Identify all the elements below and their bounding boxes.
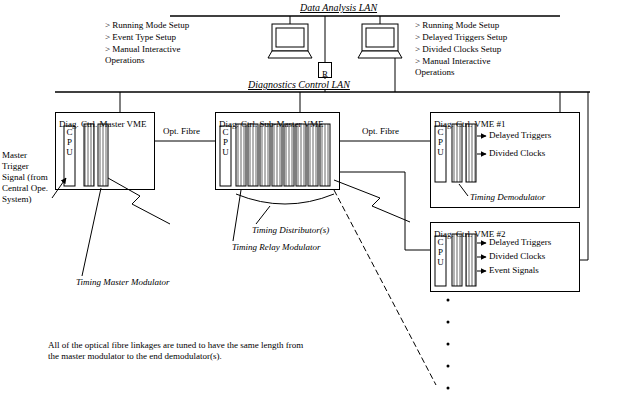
bracket <box>236 194 334 204</box>
signal-arrow <box>477 271 486 272</box>
cpu-module <box>64 126 75 186</box>
optical-fibre <box>340 141 430 142</box>
leader-line <box>233 190 241 241</box>
vme-crate: Diag. Ctrl. Sub-Master VME <box>215 112 340 190</box>
module-card <box>84 124 94 186</box>
fibre-line <box>108 178 170 224</box>
network-label: Diagnostics Control LAN <box>248 79 368 90</box>
signal-label: Delayed Triggers <box>489 130 569 141</box>
signal-arrow <box>477 243 486 244</box>
module-card <box>466 234 476 286</box>
lan-link <box>325 16 326 62</box>
optical-fibre <box>340 172 430 250</box>
signal-label: Event Signals <box>489 265 569 276</box>
signal-label: Divided Clocks <box>489 251 569 262</box>
leader-line <box>459 184 468 196</box>
function-item: > Divided Clocks Setup <box>415 44 527 55</box>
computer-icon <box>268 16 312 58</box>
module-card <box>452 124 462 182</box>
leader-line <box>82 188 101 276</box>
cpu-label: CPU <box>436 238 445 268</box>
lan-drop <box>300 92 301 112</box>
lan-drop <box>120 92 121 112</box>
signal-arrow <box>477 257 486 258</box>
part-label: Timing Relay Modulator <box>232 242 342 253</box>
part-label: Timing Distributor(s) <box>252 225 352 236</box>
function-item: > Delayed Triggers Setup <box>415 32 527 43</box>
control-lan-line <box>55 91 590 93</box>
fibre-label: Opt. Fibre <box>163 126 211 137</box>
function-item: > Event Type Setup <box>105 32 200 43</box>
function-item: > Running Mode Setup <box>105 20 200 31</box>
function-item: > Running Mode Setup <box>415 20 527 31</box>
signal-label: Master Trigger Signal (from Central Ope.… <box>2 150 52 205</box>
cpu-label: CPU <box>221 128 230 158</box>
signal-arrow <box>477 154 486 155</box>
module-rack <box>236 124 330 186</box>
continuation-dots <box>447 299 450 390</box>
leader-line <box>256 206 270 224</box>
cpu-module <box>435 236 446 286</box>
module-card <box>452 234 462 286</box>
module-card <box>466 124 476 182</box>
cpu-module <box>220 126 231 186</box>
part-label: Timing Master Modulator <box>76 277 196 288</box>
cpu-label: CPU <box>65 128 74 158</box>
part-label: Timing Demodulator <box>470 192 570 203</box>
fibre-line <box>334 180 410 222</box>
crate-heading: Diag. Ctrl. Sub-Master VME <box>216 118 327 131</box>
fibre-label: Opt. Fibre <box>362 126 410 137</box>
signal-label: Delayed Triggers <box>489 237 569 248</box>
data-lan-line <box>170 15 560 17</box>
signal-arrow <box>477 136 486 137</box>
optical-fibre <box>155 141 215 142</box>
module-card <box>98 124 108 186</box>
cpu-module <box>435 126 446 182</box>
fibre-line <box>334 190 436 385</box>
function-item: > Manual Interactive Operations <box>415 56 527 78</box>
cpu-label: CPU <box>436 128 445 158</box>
note-text: All of the optical fibre linkages are tu… <box>48 340 310 362</box>
network-label: Data Analysis LAN <box>300 2 410 13</box>
function-item: > Manual Interactive Operations <box>105 44 200 66</box>
router-box: R <box>318 62 332 78</box>
lan-drop <box>580 92 588 260</box>
lan-drop <box>560 92 561 112</box>
signal-label: Divided Clocks <box>489 148 569 159</box>
